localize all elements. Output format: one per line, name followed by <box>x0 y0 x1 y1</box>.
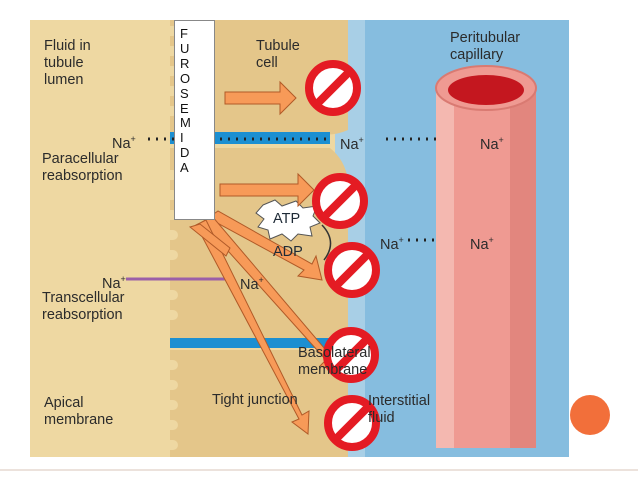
na-label-lumen-trans: Na+ <box>102 271 126 293</box>
basolateral-membrane-label: Basolateral membrane <box>298 345 371 379</box>
atp-label: ATP <box>273 211 301 227</box>
label-line: Fluid in <box>44 38 91 54</box>
label-line: tubule <box>44 55 84 71</box>
na-label-capillary-baso: Na+ <box>470 232 494 254</box>
label-letter: O <box>180 70 191 86</box>
label-line: Tubule <box>256 38 300 54</box>
capillary-shade <box>510 88 536 448</box>
capillary-highlight <box>436 88 454 448</box>
label-line: fluid <box>368 410 395 426</box>
no-entry-sign-icon <box>324 395 380 451</box>
apical-membrane-label: Apical membrane <box>44 395 113 429</box>
na-label-cell-para: Na+ <box>340 132 364 154</box>
transcellular-reabsorption-label: Transcellular reabsorption <box>42 290 124 324</box>
arrow-icon <box>219 172 315 208</box>
arrow-icon <box>188 223 231 257</box>
label-letter: F <box>180 26 188 41</box>
arrow-icon <box>224 80 297 116</box>
ion-symbol: Na <box>102 276 121 292</box>
furosemida-label: F U R O S E M I D A <box>174 20 215 220</box>
na-label-lumen-para: Na+ <box>112 131 136 153</box>
peritubular-capillary-label: Peritubular capillary <box>450 30 520 64</box>
ion-charge: + <box>398 235 404 245</box>
label-line: membrane <box>298 362 368 378</box>
label-letter: S <box>180 85 189 101</box>
ion-charge: + <box>358 135 364 145</box>
tubule-cell-label: Tubule cell <box>256 38 300 72</box>
label-line: Interstitial <box>368 393 431 409</box>
interstitial-fluid-label: Interstitial fluid <box>368 393 430 427</box>
label-line: reabsorption <box>42 307 123 323</box>
ion-symbol: Na <box>380 237 399 253</box>
na-label-interstitial-baso: Na+ <box>380 232 404 254</box>
no-entry-sign-icon <box>312 173 368 229</box>
ion-symbol: Na <box>480 137 499 153</box>
label-letter: R <box>180 55 190 71</box>
microvilli <box>156 26 178 450</box>
label-letter: I <box>180 130 184 146</box>
na-label-capillary-para: Na+ <box>480 132 504 154</box>
label-line: reabsorption <box>42 168 123 184</box>
ion-symbol: Na <box>340 137 359 153</box>
ion-charge: + <box>498 135 504 145</box>
slide-accent-dot <box>570 395 610 435</box>
tight-junction-label: Tight junction <box>212 392 298 408</box>
label-line: Basolateral <box>298 345 371 361</box>
label-line: capillary <box>450 47 504 63</box>
ion-symbol: Na <box>112 136 131 152</box>
capillary-lumen <box>448 75 524 105</box>
arrow-icon <box>207 210 323 281</box>
pump-cycle-arrow <box>321 224 332 261</box>
label-line: cell <box>256 55 278 71</box>
ion-symbol: Na <box>470 237 489 253</box>
diagram-panel: Fluid in tubule lumen Tubule cell Peritu… <box>30 20 569 457</box>
atp-starburst-icon <box>255 199 321 242</box>
tight-junction-stripe-lower <box>170 338 345 348</box>
no-entry-sign-icon <box>323 327 379 383</box>
label-line: Peritubular <box>450 30 521 46</box>
paracellular-reabsorption-label: Paracellular reabsorption <box>42 151 123 185</box>
ion-symbol: Na <box>240 277 259 293</box>
label-letter: U <box>180 40 190 56</box>
label-letter: M <box>180 115 191 131</box>
adp-label: ADP <box>273 244 303 260</box>
ion-charge: + <box>488 235 494 245</box>
na-label-cell-trans: Na+ <box>240 272 264 294</box>
label-line: lumen <box>44 72 84 88</box>
drug-arrows <box>188 80 343 435</box>
label-letter: E <box>180 100 189 116</box>
label-line: Paracellular <box>42 151 119 167</box>
no-entry-sign-icon <box>305 60 361 116</box>
label-letter: D <box>180 145 190 161</box>
label-line: Apical <box>44 395 84 411</box>
ion-charge: + <box>120 274 126 284</box>
label-line: membrane <box>44 412 114 428</box>
ion-charge: + <box>258 275 264 285</box>
label-letter: A <box>180 160 189 176</box>
ion-charge: + <box>130 134 136 144</box>
label-line: Transcellular <box>42 290 125 306</box>
no-entry-sign-icon <box>324 242 380 298</box>
fluid-in-tubule-lumen-label: Fluid in tubule lumen <box>44 38 91 89</box>
